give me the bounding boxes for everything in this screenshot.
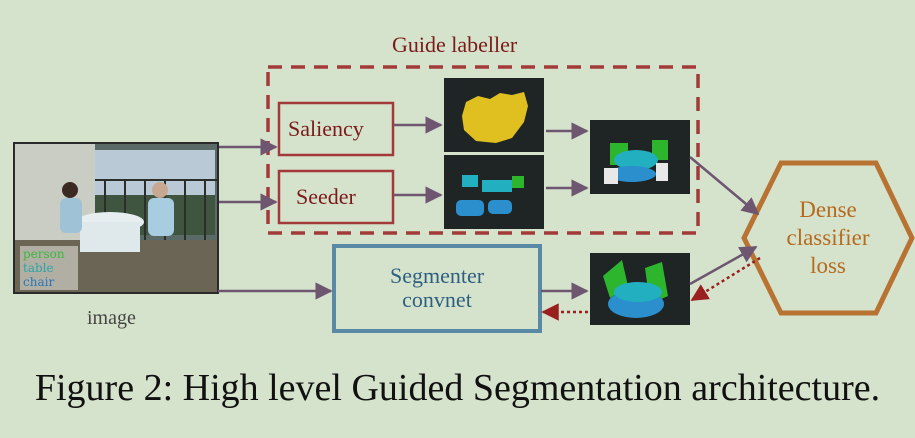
arrow-output-to-loss <box>689 245 758 286</box>
segmenter-label: Segmenter convnet <box>334 264 540 312</box>
dense-loss-label: Dense classifier loss <box>758 196 898 280</box>
dense-label-line3: loss <box>810 253 846 278</box>
image-label: image <box>87 307 136 329</box>
combined-guide-map <box>590 120 690 194</box>
dense-loss-hexagon <box>741 160 915 316</box>
seeder-box <box>277 169 395 225</box>
dense-label-line2: classifier <box>786 225 870 250</box>
saliency-label: Saliency <box>288 116 364 141</box>
dense-label-line1: Dense <box>799 197 857 222</box>
image-legend: person table chair <box>20 246 78 290</box>
seeder-label: Seeder <box>296 184 356 209</box>
segmenter-label-line2: convnet <box>402 287 472 312</box>
segmenter-output-map <box>590 253 690 325</box>
seeder-map <box>444 155 544 229</box>
gradient-arrow-loss-to-output <box>690 256 761 302</box>
figure-caption: Figure 2: High level Guided Segmentation… <box>34 367 881 409</box>
segmenter-label-line1: Segmenter <box>389 263 485 288</box>
saliency-box <box>277 101 395 157</box>
saliency-map <box>444 78 544 152</box>
guide-labeller-title: Guide labeller <box>392 32 518 57</box>
legend-table: table <box>23 261 54 275</box>
legend-chair: chair <box>23 275 55 289</box>
segmenter-box <box>332 244 542 333</box>
arrow-combined-to-loss <box>689 156 760 216</box>
legend-person: person <box>23 247 65 261</box>
